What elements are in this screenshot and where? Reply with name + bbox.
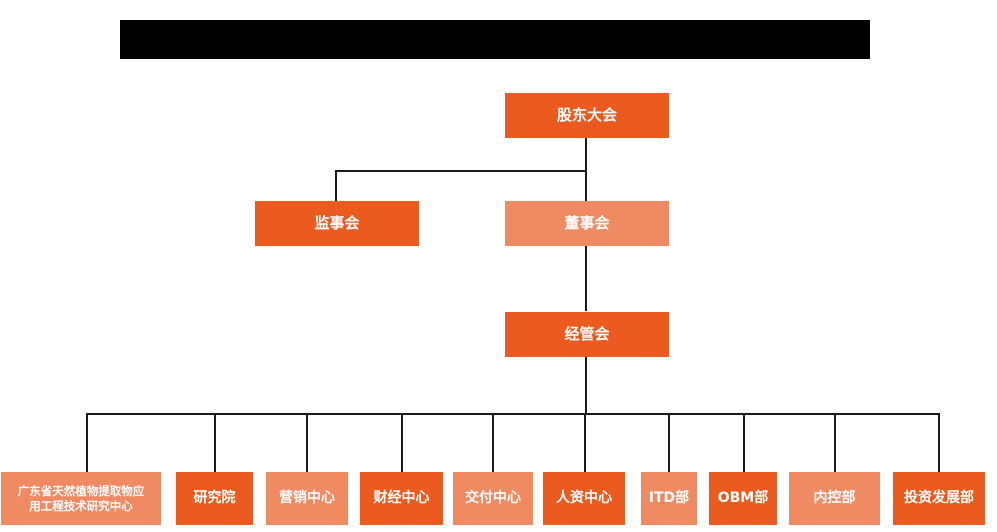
connector-drop-itd-department (668, 413, 670, 472)
connector-drop-guangdong-research-center (86, 413, 88, 472)
connector-drop-research-institute (214, 413, 216, 472)
connector-drop-marketing-center (306, 413, 308, 472)
connector-shareholders-to-junction (585, 138, 587, 171)
node-shareholders-meeting[interactable]: 股东大会 (505, 93, 669, 138)
node-board-of-directors[interactable]: 董事会 (505, 201, 669, 246)
connector-drop-delivery-center (492, 413, 494, 472)
node-finance-center[interactable]: 财经中心 (360, 472, 443, 525)
node-obm-department[interactable]: OBM部 (709, 472, 777, 525)
connector-level2-bar (336, 170, 587, 172)
connector-management-to-departments (585, 357, 587, 414)
node-delivery-center[interactable]: 交付中心 (453, 472, 533, 525)
node-marketing-center[interactable]: 营销中心 (266, 472, 348, 525)
connector-drop-finance-center (401, 413, 403, 472)
connector-directors-to-management (585, 245, 587, 311)
connector-departments-bar (87, 413, 940, 415)
node-board-of-supervisors[interactable]: 监事会 (255, 201, 419, 246)
connector-drop-investment-development-department (938, 413, 940, 472)
node-management-committee[interactable]: 经管会 (505, 312, 669, 357)
node-guangdong-research-center[interactable]: 广东省天然植物提取物应 用工程技术研究中心 (1, 472, 161, 525)
node-internal-control-department[interactable]: 内控部 (789, 472, 880, 525)
node-hr-center[interactable]: 人资中心 (543, 472, 625, 525)
connector-drop-obm-department (743, 413, 745, 472)
connector-drop-hr-center (584, 413, 586, 472)
node-itd-department[interactable]: ITD部 (641, 472, 697, 525)
connector-drop-internal-control-department (834, 413, 836, 472)
redacted-title-banner (120, 20, 870, 59)
connector-to-board-of-directors (585, 170, 587, 201)
connector-to-board-of-supervisors (335, 170, 337, 201)
node-research-institute[interactable]: 研究院 (176, 472, 253, 525)
node-investment-development-department[interactable]: 投资发展部 (893, 472, 985, 525)
